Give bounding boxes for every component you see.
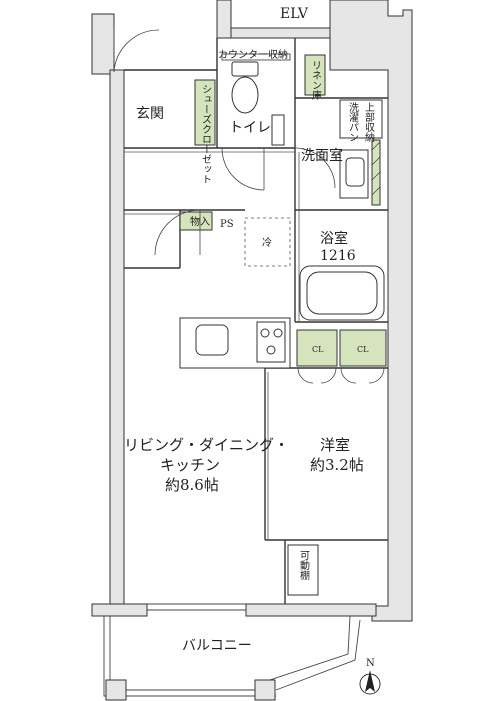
- right-wall: [329, 0, 413, 622]
- shoes-closet-block: [194, 79, 216, 146]
- closet-mark-1: CL: [312, 345, 324, 354]
- movable-shelf-label: 可動棚: [298, 550, 310, 581]
- fridge-space: [244, 217, 291, 267]
- north-label: N: [366, 658, 375, 669]
- bottom-right-wall: [245, 603, 377, 617]
- ldk-line1: リビング・ダイニング・: [124, 436, 289, 454]
- storage-label: 物入: [190, 215, 210, 228]
- bathroom-size: 1216: [320, 248, 356, 264]
- washroom-shelf-block: [371, 139, 381, 206]
- storage-blocks: [179, 54, 387, 367]
- western-room-size: 約3.2帖: [310, 456, 364, 474]
- closet-mark-2: CL: [357, 345, 369, 354]
- washer-pan-label: 洗濯パン: [347, 102, 359, 142]
- washroom-label: 洗面室: [301, 147, 343, 164]
- counter-storage-label: カウンター収納: [218, 48, 288, 61]
- storage-block: [179, 211, 213, 231]
- ldk-line2: キッチン: [160, 456, 220, 474]
- washer-pan: [339, 99, 383, 139]
- counter-storage-shelf: [221, 53, 291, 61]
- bottom-left-wall: [91, 603, 148, 617]
- ps-label: PS: [220, 219, 234, 230]
- shoes-closet-label: シューズクローゼット: [200, 84, 212, 184]
- top-mid-wall: [216, 0, 232, 39]
- thin-wall-lines: [124, 151, 300, 540]
- shelf-hatch: [371, 141, 381, 196]
- outer-walls: [91, 0, 413, 622]
- balcony-label: バルコニー: [182, 638, 252, 654]
- western-room-label: 洋室: [320, 436, 350, 454]
- upper-storage-label: 上部収納: [363, 102, 375, 143]
- toilet-label: トイレ: [229, 120, 271, 136]
- closet-block-2: [339, 329, 387, 367]
- doors: [113, 28, 385, 384]
- washroom-sink: [339, 149, 369, 199]
- toilet-fixture: [231, 61, 285, 146]
- genkan-label: 玄関: [136, 105, 164, 122]
- top-wall: [230, 27, 331, 39]
- linen-storage-block: [304, 54, 326, 96]
- bathroom-label: 浴室: [320, 230, 348, 247]
- balcony-posts: [105, 679, 276, 701]
- fridge-label: 冷: [262, 236, 272, 249]
- north-arrow-icon: [359, 670, 381, 695]
- linen-storage-label: リネン庫: [310, 60, 322, 101]
- kitchen-counter: [179, 317, 291, 369]
- elv-label: ELV: [280, 6, 309, 22]
- bathtub: [299, 265, 385, 321]
- top-left-wall: [91, 13, 115, 75]
- left-wall: [109, 69, 125, 611]
- closet-block-1: [296, 329, 338, 367]
- movable-shelf-box: [287, 544, 319, 596]
- ldk-size: 約8.6帖: [165, 476, 219, 494]
